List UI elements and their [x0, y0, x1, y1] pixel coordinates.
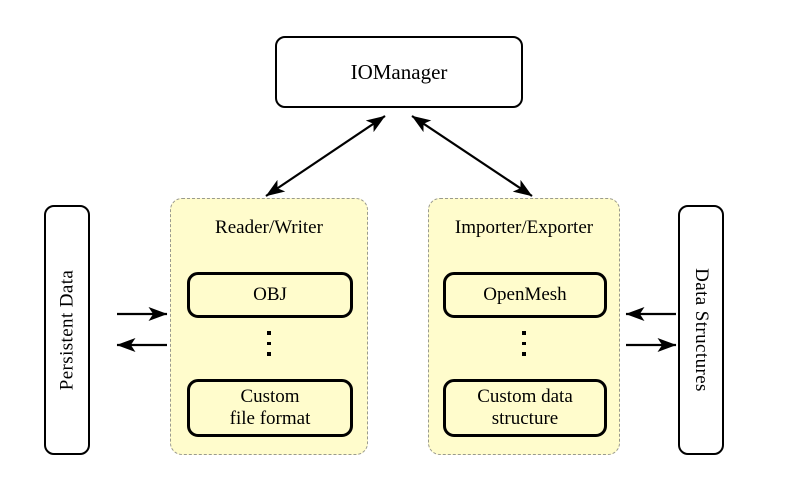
- connector-iomanager-importer-exporter: [411, 115, 533, 197]
- node-persistent-data-label: Persistent Data: [56, 269, 78, 391]
- ellipsis-dot: [267, 352, 271, 356]
- importer-exporter-ellipsis: [429, 331, 619, 356]
- group-importer-exporter-title: Importer/Exporter: [454, 217, 594, 238]
- module-openmesh[interactable]: OpenMesh: [443, 272, 607, 318]
- group-reader-writer-title: Reader/Writer: [215, 217, 323, 238]
- ellipsis-dot: [267, 341, 271, 345]
- ellipsis-dot: [522, 352, 526, 356]
- ellipsis-dot: [522, 331, 526, 335]
- module-openmesh-label: OpenMesh: [483, 283, 567, 305]
- ellipsis-dot: [522, 341, 526, 345]
- reader-writer-ellipsis: [171, 331, 367, 356]
- module-obj-label: OBJ: [253, 283, 287, 305]
- node-iomanager-label: IOManager: [350, 59, 448, 84]
- node-data-structures-label: Data Structures: [691, 268, 712, 392]
- connector-iomanager-reader-writer: [265, 115, 386, 197]
- ellipsis-dot: [267, 331, 271, 335]
- module-obj[interactable]: OBJ: [187, 272, 353, 318]
- node-data-structures[interactable]: Data Structures: [678, 205, 724, 455]
- node-iomanager[interactable]: IOManager: [275, 36, 523, 108]
- node-persistent-data[interactable]: Persistent Data: [44, 205, 90, 455]
